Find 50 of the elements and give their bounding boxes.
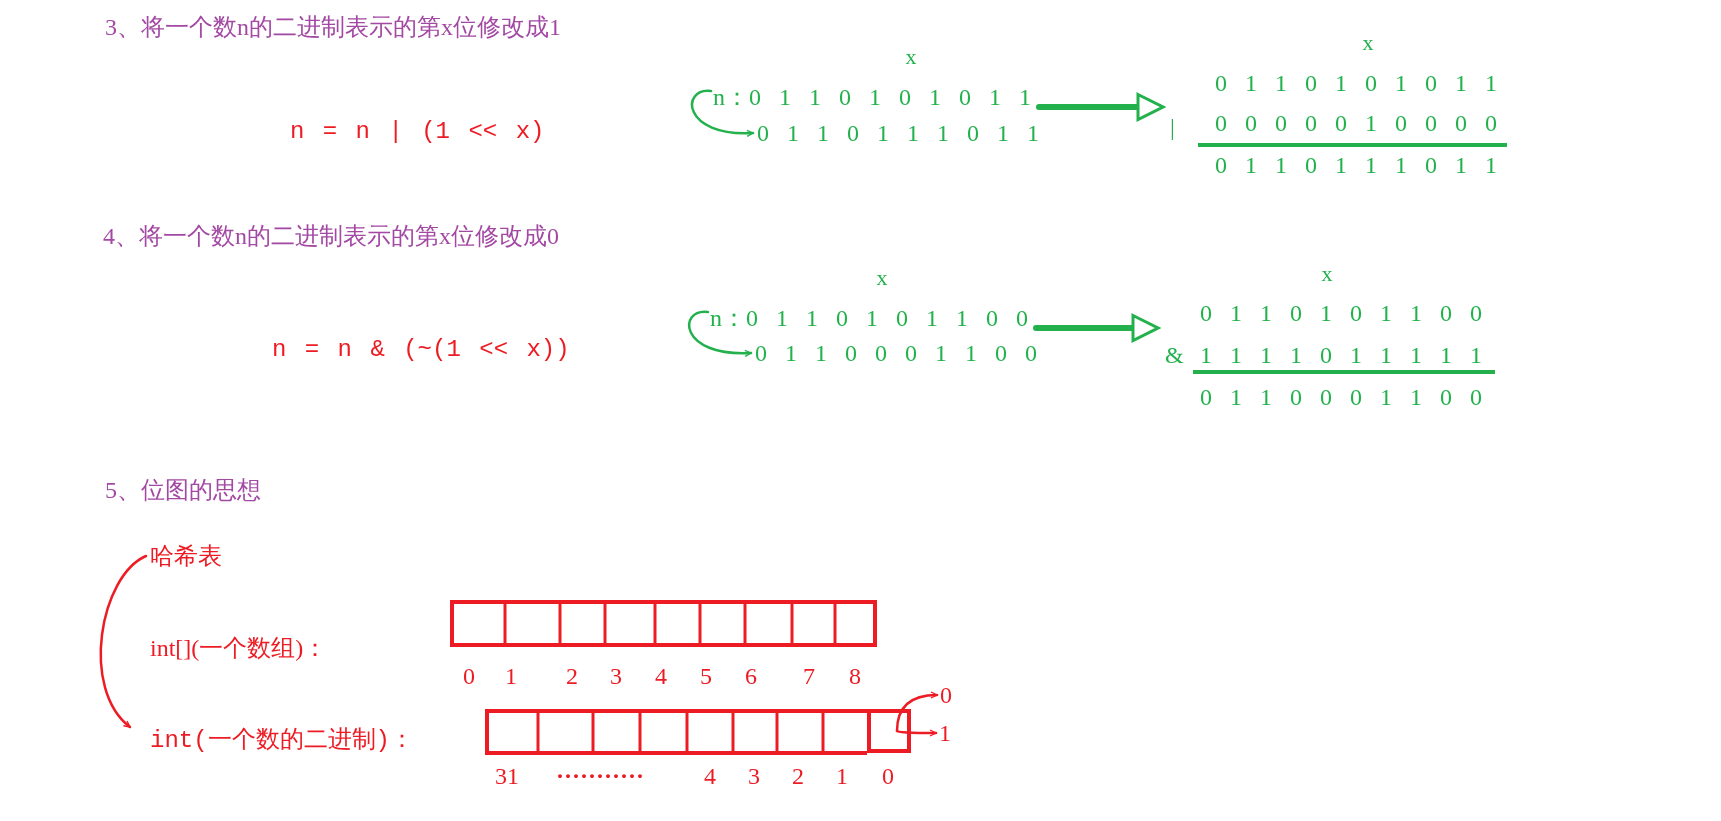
array-cell xyxy=(867,709,911,753)
bit-index-number: 31 xyxy=(495,764,519,788)
index-number: 0 xyxy=(463,664,475,688)
block-arrow xyxy=(1036,93,1165,121)
curved-arrow xyxy=(688,310,753,357)
index-number: 3 xyxy=(610,664,622,688)
curved-arrow xyxy=(895,729,938,737)
block-arrow xyxy=(1033,314,1160,342)
index-number: 2 xyxy=(566,664,578,688)
ellipsis: ··········· xyxy=(556,764,644,788)
curved-arrow xyxy=(690,89,755,137)
section-title: 5、位图的思想 xyxy=(105,478,261,502)
binary-row: 0 1 1 0 0 0 1 1 0 0 xyxy=(755,341,1037,365)
bit-index-number: 1 xyxy=(836,764,848,788)
index-number: 8 xyxy=(849,664,861,688)
formula: n = n | (1 << x) xyxy=(290,120,545,144)
binary-row: 0 1 1 0 1 0 1 0 1 1 xyxy=(1215,71,1497,95)
bit-position-label: x xyxy=(876,267,888,289)
section-title: 4、将一个数n的二进制表示的第x位修改成0 xyxy=(103,224,559,248)
binary-row: n：0 1 1 0 1 0 1 0 1 1 xyxy=(713,85,1031,109)
binary-row: n：0 1 1 0 1 0 1 1 0 0 xyxy=(710,306,1028,330)
index-number: 7 xyxy=(803,664,815,688)
bit-value: 0 xyxy=(940,683,952,707)
binary-row: 0 1 1 0 1 0 1 1 0 0 xyxy=(1200,301,1482,325)
bit-index-number: 2 xyxy=(792,764,804,788)
bit-position-label: x xyxy=(905,46,917,68)
binary-row: 0 0 0 0 0 1 0 0 0 0 xyxy=(1215,111,1497,135)
formula: n = n & (~(1 << x)) xyxy=(272,338,570,362)
bit-index-number: 3 xyxy=(748,764,760,788)
index-number: 6 xyxy=(745,664,757,688)
binary-row: 0 1 1 0 1 1 1 0 1 1 xyxy=(757,121,1039,145)
bit-position-label: x xyxy=(1362,32,1374,54)
section-title: 3、将一个数n的二进制表示的第x位修改成1 xyxy=(105,15,561,39)
index-number: 4 xyxy=(655,664,667,688)
bit-value: 1 xyxy=(939,721,951,745)
binary-row: 0 1 1 0 1 1 1 0 1 1 xyxy=(1215,153,1497,177)
binary-row: 1 1 1 1 0 1 1 1 1 1 xyxy=(1200,343,1482,367)
curved-arrow xyxy=(99,554,148,729)
operator-symbol: | xyxy=(1170,115,1175,139)
index-number: 1 xyxy=(505,664,517,688)
bit-index-number: 4 xyxy=(704,764,716,788)
curved-arrow xyxy=(895,691,939,733)
binary-row: 0 1 1 0 0 0 1 1 0 0 xyxy=(1200,385,1482,409)
index-number: 5 xyxy=(700,664,712,688)
operator-symbol: & xyxy=(1165,343,1184,367)
hash-table-label: 哈希表 xyxy=(150,544,222,568)
bit-position-label: x xyxy=(1321,263,1333,285)
bit-index-number: 0 xyxy=(882,764,894,788)
array-label: int[](一个数组)： xyxy=(150,636,328,660)
array-label: int(一个数的二进制)： xyxy=(150,729,414,753)
